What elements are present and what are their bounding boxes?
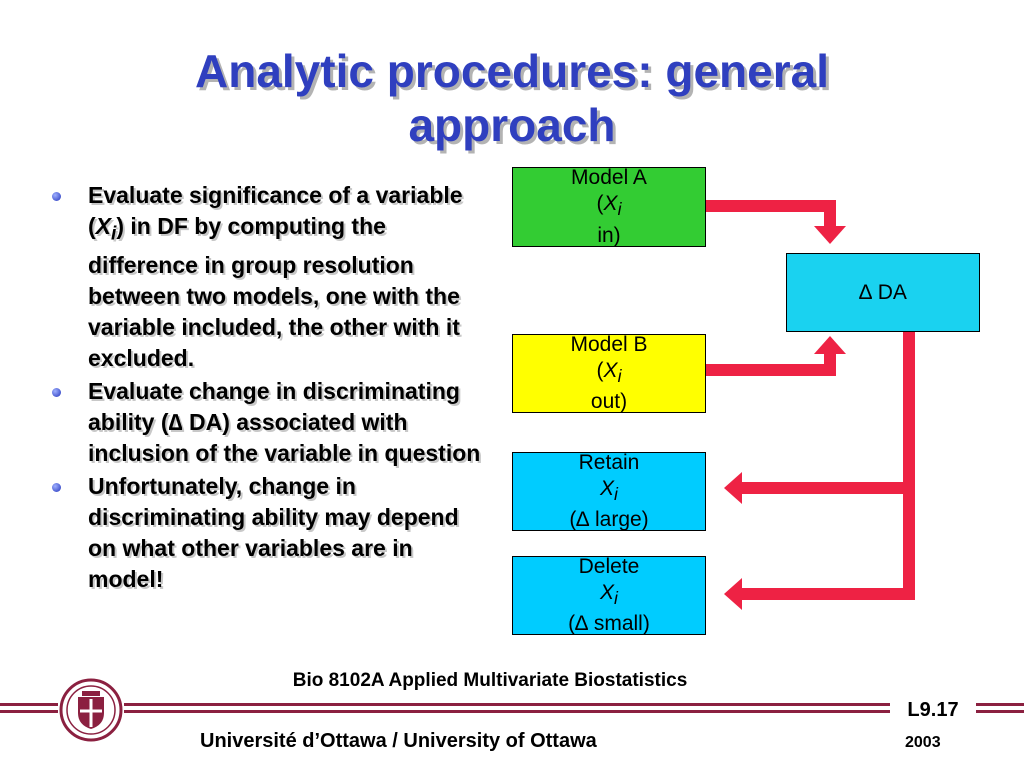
variable-symbol: X — [95, 213, 112, 239]
course-title: Bio 8102A Applied Multivariate Biostatis… — [292, 670, 688, 691]
model-a-label: Model A — [571, 166, 647, 190]
model-a-suffix: in) — [597, 223, 621, 247]
university-name: Université d’Ottawa / University of Otta… — [200, 730, 597, 752]
variable-subscript: i — [614, 484, 618, 505]
slide-title: Analytic procedures: general approach — [195, 45, 829, 151]
arrow-retain-horizontal — [740, 482, 915, 494]
footer-rule-bottom — [0, 710, 1024, 713]
arrow-delta-vertical — [903, 332, 915, 600]
arrow-retain-head — [724, 472, 742, 504]
retain-sublabel: (∆ large) — [569, 508, 649, 532]
delete-label: Delete Xi — [579, 554, 640, 611]
model-a-sublabel: (Xi in) — [596, 192, 622, 247]
bullet-dot-icon — [52, 387, 61, 397]
model-b-box: Model B (Xi out) — [512, 332, 706, 414]
arrow-model-b-vertical — [824, 352, 836, 376]
variable-symbol: X — [600, 476, 615, 500]
delta-da-box: ∆ DA — [786, 253, 980, 332]
arrow-delete-head — [724, 578, 742, 610]
bullet-dot-icon — [52, 192, 61, 201]
bullet-text: Evaluate change in discriminating abilit… — [88, 377, 481, 466]
bullet-item: Evaluate significance of a variable (Xi)… — [44, 180, 484, 374]
retain-label: Retain Xi — [579, 450, 640, 507]
bullet-text-before: Evaluate significance of a variable ( — [88, 182, 463, 239]
variable-subscript: i — [614, 588, 618, 609]
arrow-model-a-vertical — [824, 200, 836, 228]
delete-sublabel: (∆ small) — [568, 612, 650, 636]
university-crest-icon — [58, 677, 124, 743]
variable-symbol: X — [603, 358, 618, 382]
bullet-list: Evaluate significance of a variable (Xi)… — [44, 180, 484, 597]
arrow-model-a-head — [814, 226, 846, 244]
arrow-delete-horizontal — [740, 588, 915, 600]
bullet-dot-icon — [52, 482, 61, 492]
model-b-sublabel: (Xi out) — [590, 358, 628, 414]
delta-da-label: ∆ DA — [859, 280, 907, 304]
bullet-item: Unfortunately, change in discriminating … — [44, 471, 484, 595]
model-a-box: Model A (Xi in) — [512, 166, 706, 247]
retain-word: Retain — [578, 450, 640, 474]
delete-word: Delete — [578, 554, 640, 578]
variable-symbol: X — [600, 580, 615, 604]
variable-subscript: i — [617, 366, 622, 387]
arrow-model-b-horizontal — [706, 364, 836, 376]
delete-box: Delete Xi (∆ small) — [512, 554, 706, 636]
arrow-model-b-head — [814, 336, 846, 354]
arrow-model-a-horizontal — [706, 200, 836, 212]
retain-box: Retain Xi (∆ large) — [512, 450, 706, 532]
slide-number: L9.17 — [890, 699, 976, 722]
footer-rule-top — [0, 703, 1024, 706]
bullet-text: Unfortunately, change in discriminating … — [88, 472, 459, 592]
variable-symbol: X — [603, 192, 618, 216]
model-b-suffix: out) — [590, 390, 628, 414]
variable-subscript: i — [111, 223, 117, 245]
year-label: 2003 — [905, 734, 941, 751]
bullet-item: Evaluate change in discriminating abilit… — [44, 376, 484, 469]
model-b-label: Model B — [570, 332, 648, 356]
variable-subscript: i — [617, 199, 622, 220]
bullet-text-after: ) in DF by computing the difference in g… — [88, 213, 460, 371]
